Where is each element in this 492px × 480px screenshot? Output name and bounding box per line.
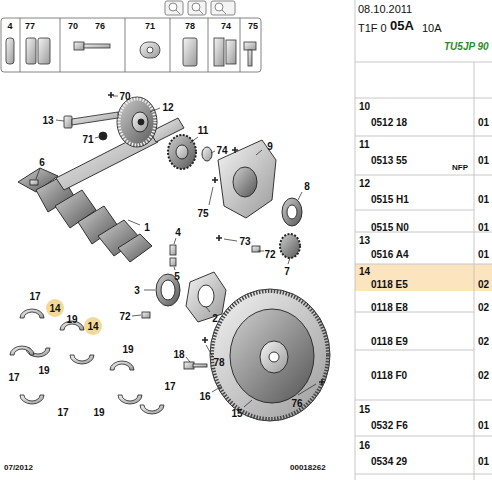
callout-number: 19 xyxy=(66,314,77,325)
marker-cross xyxy=(108,92,325,385)
callout-number: 19 xyxy=(38,365,49,376)
reference-code: T1F 0 xyxy=(358,22,387,34)
callout-number: 74 xyxy=(216,145,227,156)
date: 08.10.2011 xyxy=(358,3,412,15)
callout-number: 73 xyxy=(239,236,250,247)
quantity: 01 xyxy=(478,117,489,128)
row-index: 15 xyxy=(359,404,370,415)
quantity: 01 xyxy=(478,222,489,233)
parts-table xyxy=(355,0,492,480)
callout-number: 17 xyxy=(29,291,40,302)
toolbar xyxy=(165,1,235,15)
callout-number: 13 xyxy=(42,115,53,126)
drawing-number: 00018262 xyxy=(290,464,326,473)
reference-code: 05A xyxy=(390,19,414,33)
callout-number: 1 xyxy=(144,222,150,233)
reference-code: 10A xyxy=(422,22,442,34)
callout-number: 7 xyxy=(284,266,290,277)
strip-number: 4 xyxy=(7,22,12,32)
callout-number: 17 xyxy=(8,372,19,383)
callout-number: 2 xyxy=(212,313,218,324)
row-index: 13 xyxy=(359,235,370,246)
quantity: 02 xyxy=(478,336,489,347)
flywheel xyxy=(210,289,330,421)
callout-number: 3 xyxy=(134,285,140,296)
part-number: 0513 55 xyxy=(371,155,407,166)
sprocket xyxy=(168,135,212,169)
callout-number: 9 xyxy=(267,141,273,152)
strip-number: 76 xyxy=(95,22,105,32)
note: NFP xyxy=(452,164,468,173)
part-number: 0516 A4 xyxy=(371,249,408,260)
callout-number: 14 xyxy=(49,303,60,314)
callout-number: 17 xyxy=(57,407,68,418)
callout-number: 16 xyxy=(199,391,210,402)
dowels-and-pins xyxy=(30,180,260,318)
callout-number: 19 xyxy=(122,344,133,355)
strip-number: 78 xyxy=(185,22,195,32)
row-index: 16 xyxy=(359,440,370,451)
strip-parts xyxy=(6,38,256,66)
callout-number: 17 xyxy=(164,381,175,392)
callout-number: 70 xyxy=(119,91,130,102)
crankshaft xyxy=(18,118,184,262)
part-number: 0515 N0 xyxy=(371,222,409,233)
bearing-shells xyxy=(10,309,164,414)
quantity: 02 xyxy=(478,279,489,290)
callout-number: 5 xyxy=(174,271,180,282)
part-number: 0512 18 xyxy=(371,117,407,128)
row-index: 12 xyxy=(359,178,370,189)
quantity: 01 xyxy=(478,155,489,166)
callout-number: 14 xyxy=(87,321,98,332)
strip-number: 77 xyxy=(25,22,35,32)
row-index: 10 xyxy=(359,101,370,112)
quantity: 01 xyxy=(478,194,489,205)
flywheel-bolt xyxy=(184,362,207,369)
strip-number: 70 xyxy=(68,22,78,32)
highlight-marker xyxy=(46,299,102,335)
callout-number: 78 xyxy=(213,357,224,368)
callout-number: 71 xyxy=(82,134,93,145)
quantity: 01 xyxy=(478,249,489,260)
callout-number: 6 xyxy=(39,157,45,168)
timing-cover xyxy=(218,140,302,258)
engine-code: TU5JP 90 xyxy=(444,41,489,52)
callout-number: 72 xyxy=(264,249,275,260)
part-number: 0534 29 xyxy=(371,456,407,467)
callout-number: 15 xyxy=(231,408,242,419)
quantity: 02 xyxy=(478,370,489,381)
part-number: 0532 F6 xyxy=(371,420,408,431)
callout-number: 18 xyxy=(173,349,184,360)
part-number: 0118 F0 xyxy=(371,370,407,381)
part-number: 0118 E8 xyxy=(371,302,408,313)
callout-number: 12 xyxy=(162,102,173,113)
part-number: 0515 H1 xyxy=(371,194,409,205)
row-index: 14 xyxy=(359,266,370,277)
callout-number: 19 xyxy=(93,407,104,418)
callout-number: 8 xyxy=(304,181,310,192)
callout-number: 11 xyxy=(198,125,209,136)
quantity: 01 xyxy=(478,456,489,467)
quantity: 02 xyxy=(478,302,489,313)
part-number: 0118 E9 xyxy=(371,336,408,347)
strip-number: 75 xyxy=(248,22,258,32)
quantity: 01 xyxy=(478,420,489,431)
pulley xyxy=(117,97,157,147)
callout-number: 72 xyxy=(119,311,130,322)
strip-number: 74 xyxy=(221,22,231,32)
callout-number: 4 xyxy=(175,227,181,238)
strip-number: 71 xyxy=(145,22,155,32)
leader-line xyxy=(36,96,316,407)
footer-date: 07/2012 xyxy=(4,464,33,473)
row-index: 11 xyxy=(359,139,370,150)
callout-number: 76 xyxy=(291,398,302,409)
callout-number: 75 xyxy=(197,208,208,219)
part-number: 0118 E5 xyxy=(371,279,408,290)
parts-strip xyxy=(1,18,261,72)
